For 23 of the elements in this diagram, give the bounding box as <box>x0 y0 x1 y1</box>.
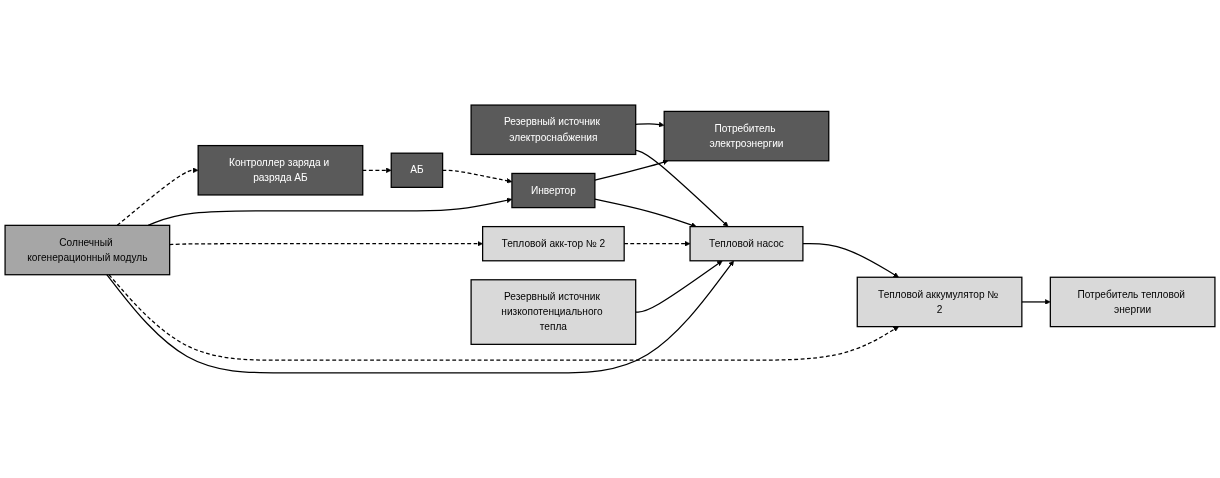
arrow <box>594 159 669 181</box>
node-box: АБ <box>390 152 444 189</box>
arrow <box>116 167 199 227</box>
node-box: Тепловой насос <box>689 226 804 262</box>
node-box: Резервный источник электроснабжения <box>470 104 637 156</box>
arrow <box>635 149 729 227</box>
arrow <box>362 167 392 174</box>
arrow <box>1021 299 1051 305</box>
node-box: Тепловой акк-тор № 2 <box>482 226 625 262</box>
node-box: Тепловой аккумулятор № 2 <box>856 276 1023 328</box>
node-box: Солнечный когенерационный модуль <box>4 224 171 276</box>
arrow <box>106 260 734 374</box>
node-box: Контроллер заряда и разряда АБ <box>197 145 364 196</box>
node-box: Потребитель электроэнергии <box>663 110 830 162</box>
arrow <box>594 198 697 228</box>
arrow <box>802 243 899 278</box>
arrow <box>635 121 665 128</box>
arrow <box>108 274 899 361</box>
node-box: Резервный источник низкопотенциального тепла <box>470 279 637 346</box>
node-box: Потребитель тепловой энергии <box>1049 276 1216 328</box>
arrow <box>169 240 483 247</box>
node-box: Инвертор <box>511 172 596 209</box>
arrow <box>635 260 723 313</box>
